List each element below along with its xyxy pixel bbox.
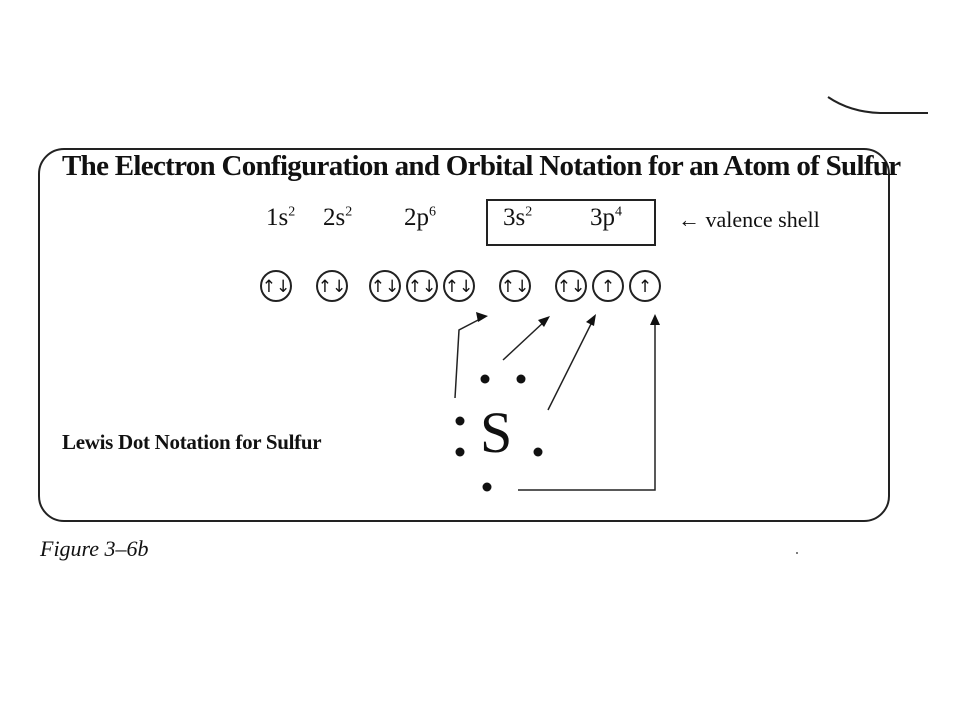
lewis-dots [455, 374, 543, 492]
connector-arrows [454, 317, 656, 491]
config-3s-exponent: 2 [525, 204, 533, 220]
orbital-3p-2 [592, 270, 624, 302]
orbital-3p-3-electrons: ↑ [638, 277, 652, 297]
orbital-3p-3 [629, 270, 661, 302]
scan-mark [827, 96, 928, 114]
arrowhead-4 [650, 314, 660, 325]
config-2p-base: 2p [404, 204, 429, 231]
config-3p: 3p4 [590, 204, 622, 232]
arrow-bottom-dot-to-3p [518, 322, 656, 491]
config-3s-base: 3s [503, 204, 526, 231]
orbital-2p-2-electrons: ↑↓ [408, 277, 437, 297]
orbital-2p-1 [369, 270, 401, 302]
orbital-3s [499, 270, 531, 302]
arrow-left-dots-to-3s [454, 317, 483, 399]
diagram-frame [38, 148, 890, 522]
electron-dot-left-upper [455, 416, 465, 426]
arrowhead-3 [586, 314, 596, 326]
lewis-label: Lewis Dot Notation for Sulfur [62, 430, 322, 454]
arrowheads [476, 312, 660, 327]
orbital-3p-1 [555, 270, 587, 302]
arrow-right-dot-to-3p [547, 319, 594, 411]
orbital-2p-3-electrons: ↑↓ [445, 277, 474, 297]
config-3s: 3s2 [503, 204, 532, 232]
orbital-2s [316, 270, 348, 302]
orbital-2p-1-electrons: ↑↓ [371, 277, 400, 297]
arrowhead-2 [538, 316, 550, 327]
config-2s: 2s2 [323, 204, 352, 232]
config-1s-base: 1s [266, 204, 289, 231]
electron-dot-top-left [480, 374, 490, 384]
orbital-1s-electrons: ↑↓ [262, 277, 291, 297]
config-3p-exponent: 4 [615, 204, 622, 220]
config-1s-exponent: 2 [288, 204, 296, 220]
config-3p-base: 3p [590, 204, 615, 231]
arrowhead-1 [476, 312, 488, 322]
orbital-3p-1-electrons: ↑↓ [557, 277, 586, 297]
config-1s: 1s2 [266, 204, 295, 232]
orbital-arrows: ↑↓ ↑↓ ↑↓ ↑↓ ↑↓ ↑↓ ↑↓ ↑ ↑ [262, 277, 652, 297]
config-2s-base: 2s [323, 204, 346, 231]
valence-shell-box [486, 199, 656, 246]
orbital-row [260, 270, 661, 302]
orbital-3p-2-electrons: ↑ [601, 277, 615, 297]
electron-dot-bottom [482, 482, 492, 492]
figure-caption: Figure 3–6b [40, 536, 149, 561]
electron-dot-left-lower [455, 447, 465, 457]
orbital-3s-electrons: ↑↓ [501, 277, 530, 297]
diagram-title: The Electron Configuration and Orbital N… [62, 150, 901, 182]
arrow-top-dots-to-3s [502, 319, 547, 361]
electron-dot-right [533, 447, 543, 457]
config-2s-exponent: 2 [345, 204, 353, 220]
config-2p-exponent: 6 [429, 204, 436, 220]
electron-dot-top-right [516, 374, 526, 384]
orbital-2s-electrons: ↑↓ [318, 277, 347, 297]
orbital-1s [260, 270, 292, 302]
lewis-symbol: S [480, 400, 513, 465]
orbital-2p-2 [406, 270, 438, 302]
config-2p: 2p6 [404, 204, 436, 232]
valence-shell-label: ← valence shell [678, 207, 820, 232]
scan-speck [796, 552, 798, 554]
orbital-2p-3 [443, 270, 475, 302]
